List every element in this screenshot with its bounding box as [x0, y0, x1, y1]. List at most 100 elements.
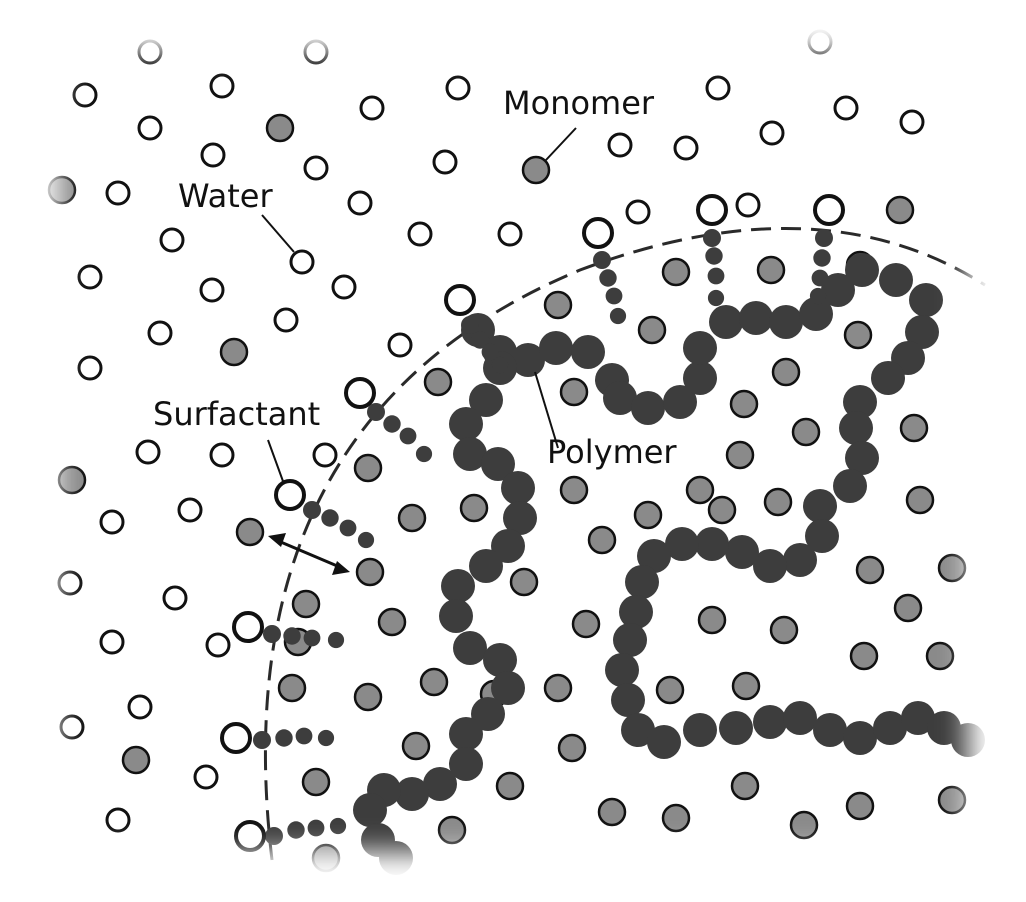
polymer-bead — [619, 595, 653, 629]
polymer-bead — [449, 407, 483, 441]
monomer-molecule — [893, 593, 923, 623]
polymer-bead — [739, 301, 773, 335]
surfactant-tail-bead — [605, 287, 623, 305]
polymer-bead — [471, 697, 505, 731]
monomer-molecule — [235, 517, 265, 547]
monomer-molecule — [543, 673, 573, 703]
surfactant-tail-bead — [265, 827, 283, 845]
polymer-bead — [637, 539, 671, 573]
water-molecule — [497, 221, 523, 247]
water-molecule — [735, 192, 761, 218]
polymer-label: Polymer — [547, 433, 677, 471]
polymer-bead — [449, 747, 483, 781]
monomer-molecule — [219, 337, 249, 367]
surfactant-tail-bead — [703, 229, 721, 247]
monomer-molecule — [655, 675, 685, 705]
exchange-double-arrow — [268, 533, 350, 575]
polymer-bead — [453, 631, 487, 665]
surfactant-head — [232, 611, 264, 643]
polymer-bead — [719, 711, 753, 745]
monomer-molecule — [437, 815, 467, 845]
water-molecule — [432, 149, 458, 175]
polymer-leader-line — [534, 371, 559, 449]
water-molecule — [105, 807, 131, 833]
surfactant-tail-bead — [599, 269, 617, 287]
surfactant-label: Surfactant — [153, 395, 320, 433]
monomer-molecule — [495, 771, 525, 801]
scene: Monomer Water Surfactant Polymer — [47, 29, 986, 875]
monomer-molecule — [355, 557, 385, 587]
surfactant-tail-bead — [275, 729, 293, 747]
water-molecule — [205, 632, 231, 658]
polymer-bead — [449, 717, 483, 751]
polymer-bead — [571, 335, 605, 369]
surfactant-tail-bead — [287, 821, 305, 839]
polymer-bead — [845, 441, 879, 475]
surfactant-tail-bead — [415, 445, 433, 463]
polymer-bead — [683, 361, 717, 395]
polymer-bead — [909, 283, 943, 317]
monomer-molecule — [353, 453, 383, 483]
monomer-molecule — [587, 525, 617, 555]
monomer-molecule — [885, 195, 915, 225]
polymer-bead — [491, 529, 525, 563]
polymer-bead — [631, 391, 665, 425]
monomer-molecule — [937, 785, 967, 815]
polymer-bead — [813, 713, 847, 747]
polymer-bead — [871, 361, 905, 395]
monomer-molecule — [559, 377, 589, 407]
polymer-bead — [709, 305, 743, 339]
monomer-molecule — [543, 290, 573, 320]
water-label: Water — [178, 177, 273, 215]
water-molecule — [407, 221, 433, 247]
monomer-molecule — [301, 767, 331, 797]
monomer-leader-line — [545, 127, 577, 161]
polymer-bead — [483, 643, 517, 677]
polymer-bead — [799, 297, 833, 331]
water-molecule — [387, 332, 413, 358]
monomer-molecule — [937, 553, 967, 583]
polymer-bead — [469, 549, 503, 583]
polymer-bead — [611, 683, 645, 717]
water-molecule — [127, 694, 153, 720]
monomer-molecule — [377, 607, 407, 637]
water-molecule — [159, 227, 185, 253]
surfactant-head — [582, 217, 614, 249]
polymer-bead — [395, 777, 429, 811]
surfactant-head — [274, 479, 306, 511]
surfactant-head — [234, 820, 266, 852]
surfactant-tail-bead — [383, 415, 401, 433]
monomer-molecule — [265, 113, 295, 143]
monomer-molecule — [725, 440, 755, 470]
monomer-molecule — [849, 641, 879, 671]
surfactant-tail-bead — [327, 631, 345, 649]
polymer-bead — [423, 767, 457, 801]
water-molecule — [312, 442, 338, 468]
monomer-molecule — [763, 487, 793, 517]
water-molecule — [273, 307, 299, 333]
water-molecule — [899, 109, 925, 135]
polymer-bead — [783, 543, 817, 577]
polymer-bead — [843, 721, 877, 755]
surfactant-tail-bead — [339, 519, 357, 537]
monomer-molecule — [47, 175, 77, 205]
surfactant-tail-bead — [317, 729, 335, 747]
monomer-molecule — [697, 605, 727, 635]
water-molecule — [147, 320, 173, 346]
polymer-bead — [539, 331, 573, 365]
surfactant-molecules — [220, 194, 845, 852]
surfactant-tail-bead — [303, 629, 321, 647]
polymer-bead — [845, 253, 879, 287]
water-molecule — [359, 95, 385, 121]
surfactant-head — [813, 194, 845, 226]
surfactant-tail-bead — [303, 501, 321, 519]
water-molecule — [193, 764, 219, 790]
water-molecule — [77, 355, 103, 381]
water-molecule — [673, 135, 699, 161]
polymer-bead — [833, 469, 867, 503]
polymer-bead — [843, 385, 877, 419]
surfactant-tail-bead — [491, 356, 509, 374]
water-molecule — [209, 73, 235, 99]
surfactant-tail-bead — [461, 316, 479, 334]
monomer-molecule — [855, 555, 885, 585]
